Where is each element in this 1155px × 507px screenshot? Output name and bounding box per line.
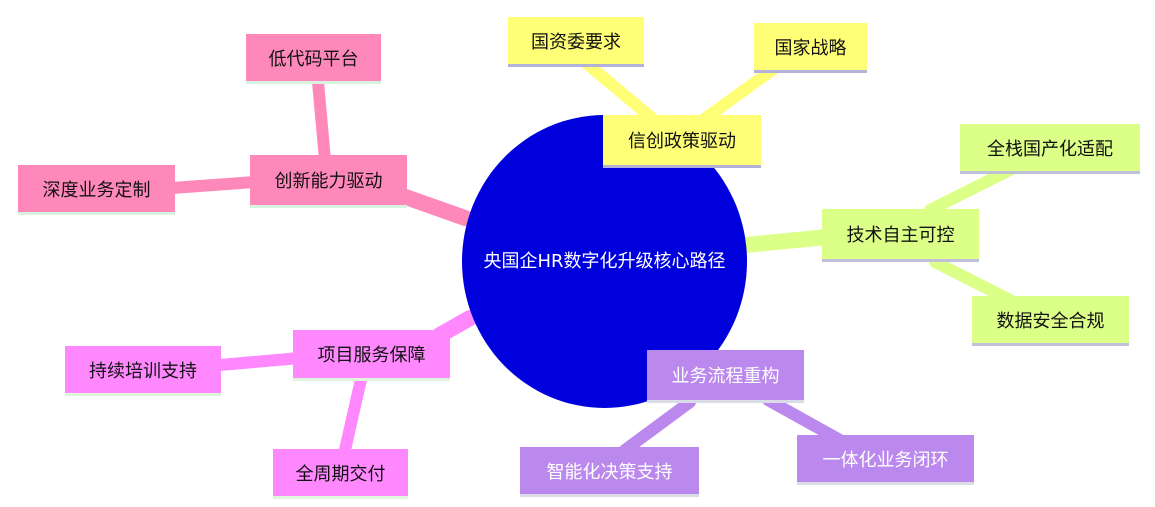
root-label: 央国企HR数字化升级核心路径 [483, 251, 726, 272]
node-low-code[interactable]: 低代码平台 [246, 34, 381, 84]
node-service[interactable]: 项目服务保障 [293, 330, 450, 381]
edge-process-decision [619, 396, 696, 456]
edge-policy-sasac [579, 56, 666, 131]
edge-root-tech [737, 229, 836, 253]
node-fullstack[interactable]: 全栈国产化适配 [960, 124, 1140, 174]
edge-service-training [214, 352, 306, 371]
edge-innovation-lowcode [312, 76, 331, 166]
node-sasac-requirement[interactable]: 国资委要求 [508, 17, 644, 67]
node-national-strategy[interactable]: 国家战略 [754, 23, 867, 73]
edge-tech-fullstack [924, 164, 1016, 216]
node-delivery[interactable]: 全周期交付 [273, 449, 408, 499]
node-innovation[interactable]: 创新能力驱动 [250, 155, 407, 208]
node-data-security[interactable]: 数据安全合规 [972, 296, 1129, 346]
node-custom[interactable]: 深度业务定制 [18, 165, 175, 215]
edge-process-loop [762, 394, 846, 446]
edge-policy-national [694, 62, 781, 128]
edge-service-delivery [339, 369, 368, 456]
edge-tech-security [929, 256, 1016, 306]
node-process[interactable]: 业务流程重构 [647, 350, 804, 403]
node-training[interactable]: 持续培训支持 [65, 346, 221, 396]
edge-root-innovation [392, 187, 473, 226]
node-policy[interactable]: 信创政策驱动 [603, 115, 761, 168]
node-decision[interactable]: 智能化决策支持 [520, 447, 699, 497]
node-closed-loop[interactable]: 一体化业务闭环 [797, 435, 974, 485]
node-tech[interactable]: 技术自主可控 [822, 209, 979, 262]
edge-innovation-custom [166, 176, 261, 194]
